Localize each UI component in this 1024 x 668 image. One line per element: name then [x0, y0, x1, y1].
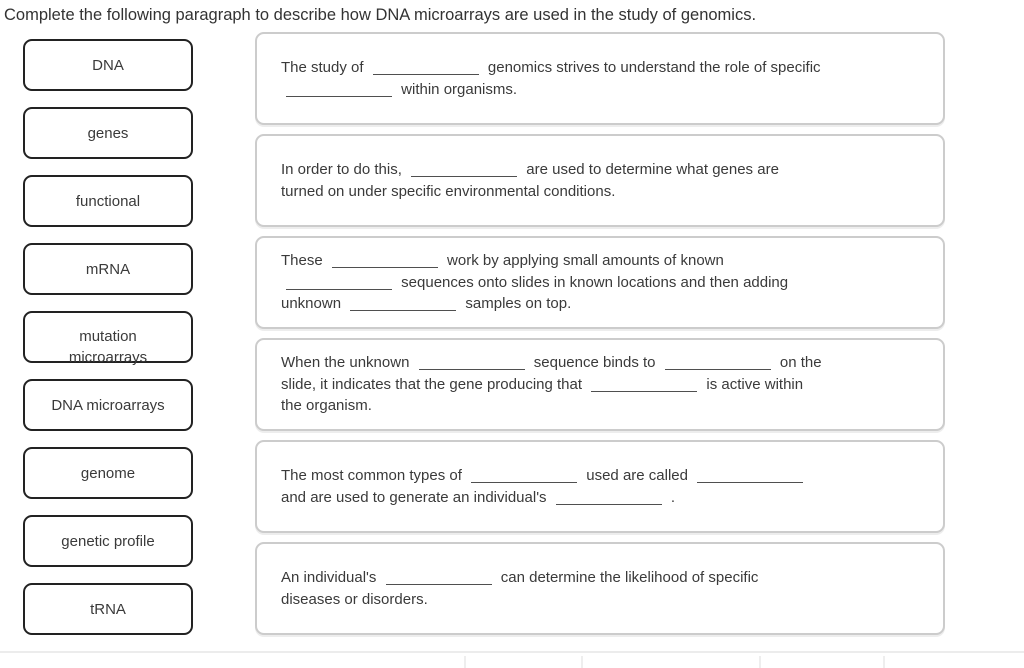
- paragraph-segment: sequence binds to: [533, 354, 656, 372]
- paragraph-segment: within organisms.: [401, 80, 518, 98]
- paragraph-segment: The most common types of: [281, 467, 462, 484]
- paragraph-text: An individual's can determine the likeli…: [281, 567, 758, 610]
- paragraph-segment: and are used to generate an individual's: [281, 488, 547, 506]
- paragraph-box: In order to do this, are used to determi…: [255, 134, 945, 227]
- blank-drop-target[interactable]: [471, 469, 578, 483]
- blank-drop-target[interactable]: [331, 254, 438, 269]
- paragraph-segment: In order to do this,: [281, 161, 402, 178]
- word-tile[interactable]: DNA: [23, 39, 193, 91]
- paragraph-segment: diseases or disorders.: [281, 590, 428, 608]
- blank-drop-target[interactable]: [664, 356, 771, 371]
- paragraph-column: The study of genomics strives to underst…: [255, 32, 945, 644]
- word-tile[interactable]: genetic profile: [23, 515, 193, 567]
- footer-button-divider: [759, 656, 761, 668]
- paragraph-text: The most common types of used are called…: [281, 465, 808, 508]
- instruction-text: Complete the following paragraph to desc…: [4, 6, 757, 24]
- word-tile[interactable]: genes: [23, 107, 193, 159]
- paragraph-segment: When the unknown: [281, 354, 410, 372]
- word-tile[interactable]: mRNA: [23, 243, 193, 295]
- blank-drop-target[interactable]: [591, 378, 698, 392]
- paragraph-segment: unknown: [281, 295, 342, 313]
- footer-button-divider: [464, 656, 466, 668]
- word-tile[interactable]: genome: [23, 447, 193, 499]
- paragraph-segment: slide, it indicates that the gene produc…: [281, 375, 583, 393]
- blank-drop-target[interactable]: [372, 61, 479, 75]
- word-tile[interactable]: DNA microarrays: [23, 379, 193, 431]
- paragraph-box: The study of genomics strives to underst…: [255, 32, 945, 125]
- blank-drop-target[interactable]: [350, 297, 457, 312]
- paragraph-segment: the organism.: [281, 397, 372, 415]
- paragraph-segment: on the: [779, 354, 822, 372]
- paragraph-box: These work by applying small amounts of …: [255, 236, 945, 329]
- footer-button-divider: [581, 656, 583, 668]
- paragraph-segment: samples on top.: [465, 295, 572, 313]
- word-tile[interactable]: functional: [23, 175, 193, 227]
- paragraph-segment: genomics strives to understand the role …: [487, 59, 821, 76]
- paragraph-text: These work by applying small amounts of …: [281, 250, 788, 315]
- blank-drop-target[interactable]: [286, 83, 392, 97]
- paragraph-text: In order to do this, are used to determi…: [281, 159, 779, 202]
- paragraph-segment: These: [281, 252, 323, 270]
- paragraph-segment: sequences onto slides in known locations…: [401, 273, 789, 291]
- blank-drop-target[interactable]: [385, 571, 492, 585]
- paragraph-segment: An individual's: [281, 569, 377, 586]
- paragraph-text: The study of genomics strives to underst…: [281, 57, 821, 100]
- blank-drop-target[interactable]: [555, 491, 662, 505]
- paragraph-segment: work by applying small amounts of known: [447, 252, 724, 270]
- paragraph-text: When the unknown sequence binds to on th…: [281, 352, 822, 417]
- paragraph-segment: The study of: [281, 59, 364, 76]
- blank-drop-target[interactable]: [418, 356, 525, 371]
- paragraph-segment: can determine the likelihood of specific: [500, 569, 759, 586]
- paragraph-segment: used are called: [586, 467, 688, 484]
- footer-button-divider: [883, 656, 885, 668]
- paragraph-segment: are used to determine what genes are: [526, 161, 779, 178]
- blank-drop-target[interactable]: [411, 163, 518, 177]
- blank-drop-target[interactable]: [286, 276, 392, 290]
- paragraph-segment: .: [670, 488, 676, 506]
- blank-drop-target[interactable]: [697, 469, 804, 483]
- paragraph-box: When the unknown sequence binds to on th…: [255, 338, 945, 431]
- paragraph-box: An individual's can determine the likeli…: [255, 542, 945, 635]
- paragraph-box: The most common types of used are called…: [255, 440, 945, 533]
- paragraph-segment: is active within: [706, 375, 804, 393]
- word-tile[interactable]: tRNA: [23, 583, 193, 635]
- paragraph-segment: turned on under specific environmental c…: [281, 182, 616, 200]
- footer-divider: [0, 651, 1024, 653]
